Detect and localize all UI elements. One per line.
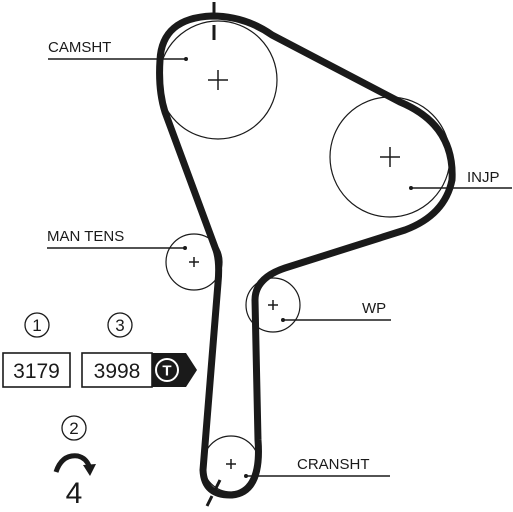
step-3-number: 3 bbox=[115, 316, 124, 335]
injection-pump-label: INJP bbox=[467, 169, 500, 186]
rotation-turns: 4 bbox=[66, 477, 83, 510]
crankshaft-label-group: CRANSHT bbox=[244, 456, 390, 478]
tool-letter: T bbox=[162, 363, 171, 380]
step-2-number: 2 bbox=[69, 419, 78, 438]
clockwise-rotation-arrow-icon bbox=[53, 453, 96, 476]
crankshaft-label: CRANSHT bbox=[297, 456, 370, 473]
step-1-number: 1 bbox=[32, 316, 41, 335]
camshaft-label-group: CAMSHT bbox=[48, 39, 188, 61]
water-pump-label-group: WP bbox=[281, 300, 391, 322]
water-pump-label: WP bbox=[362, 300, 386, 317]
manual-tensioner-label-group: MAN TENS bbox=[47, 228, 187, 250]
camshaft-label: CAMSHT bbox=[48, 39, 111, 56]
step-1-marker: 1 bbox=[24, 312, 50, 338]
step-2-marker: 2 bbox=[61, 415, 87, 441]
manual-tensioner-pulley bbox=[165, 233, 223, 291]
step-3-value-box: 3998 bbox=[81, 352, 153, 388]
injection-pump-pulley bbox=[329, 96, 451, 218]
step-1-value-box: 3179 bbox=[2, 352, 71, 388]
step-3-marker: 3 bbox=[107, 312, 133, 338]
timing-belt bbox=[156, 12, 456, 499]
tool-badge-icon: T bbox=[152, 353, 197, 387]
camshaft-pulley bbox=[158, 20, 278, 140]
water-pump-pulley bbox=[245, 277, 301, 333]
manual-tensioner-label: MAN TENS bbox=[47, 228, 124, 245]
injection-pump-label-group: INJP bbox=[409, 169, 512, 190]
step-1-value: 3179 bbox=[13, 360, 60, 383]
timing-mark-bottom bbox=[205, 479, 222, 507]
step-3-value: 3998 bbox=[94, 360, 141, 383]
